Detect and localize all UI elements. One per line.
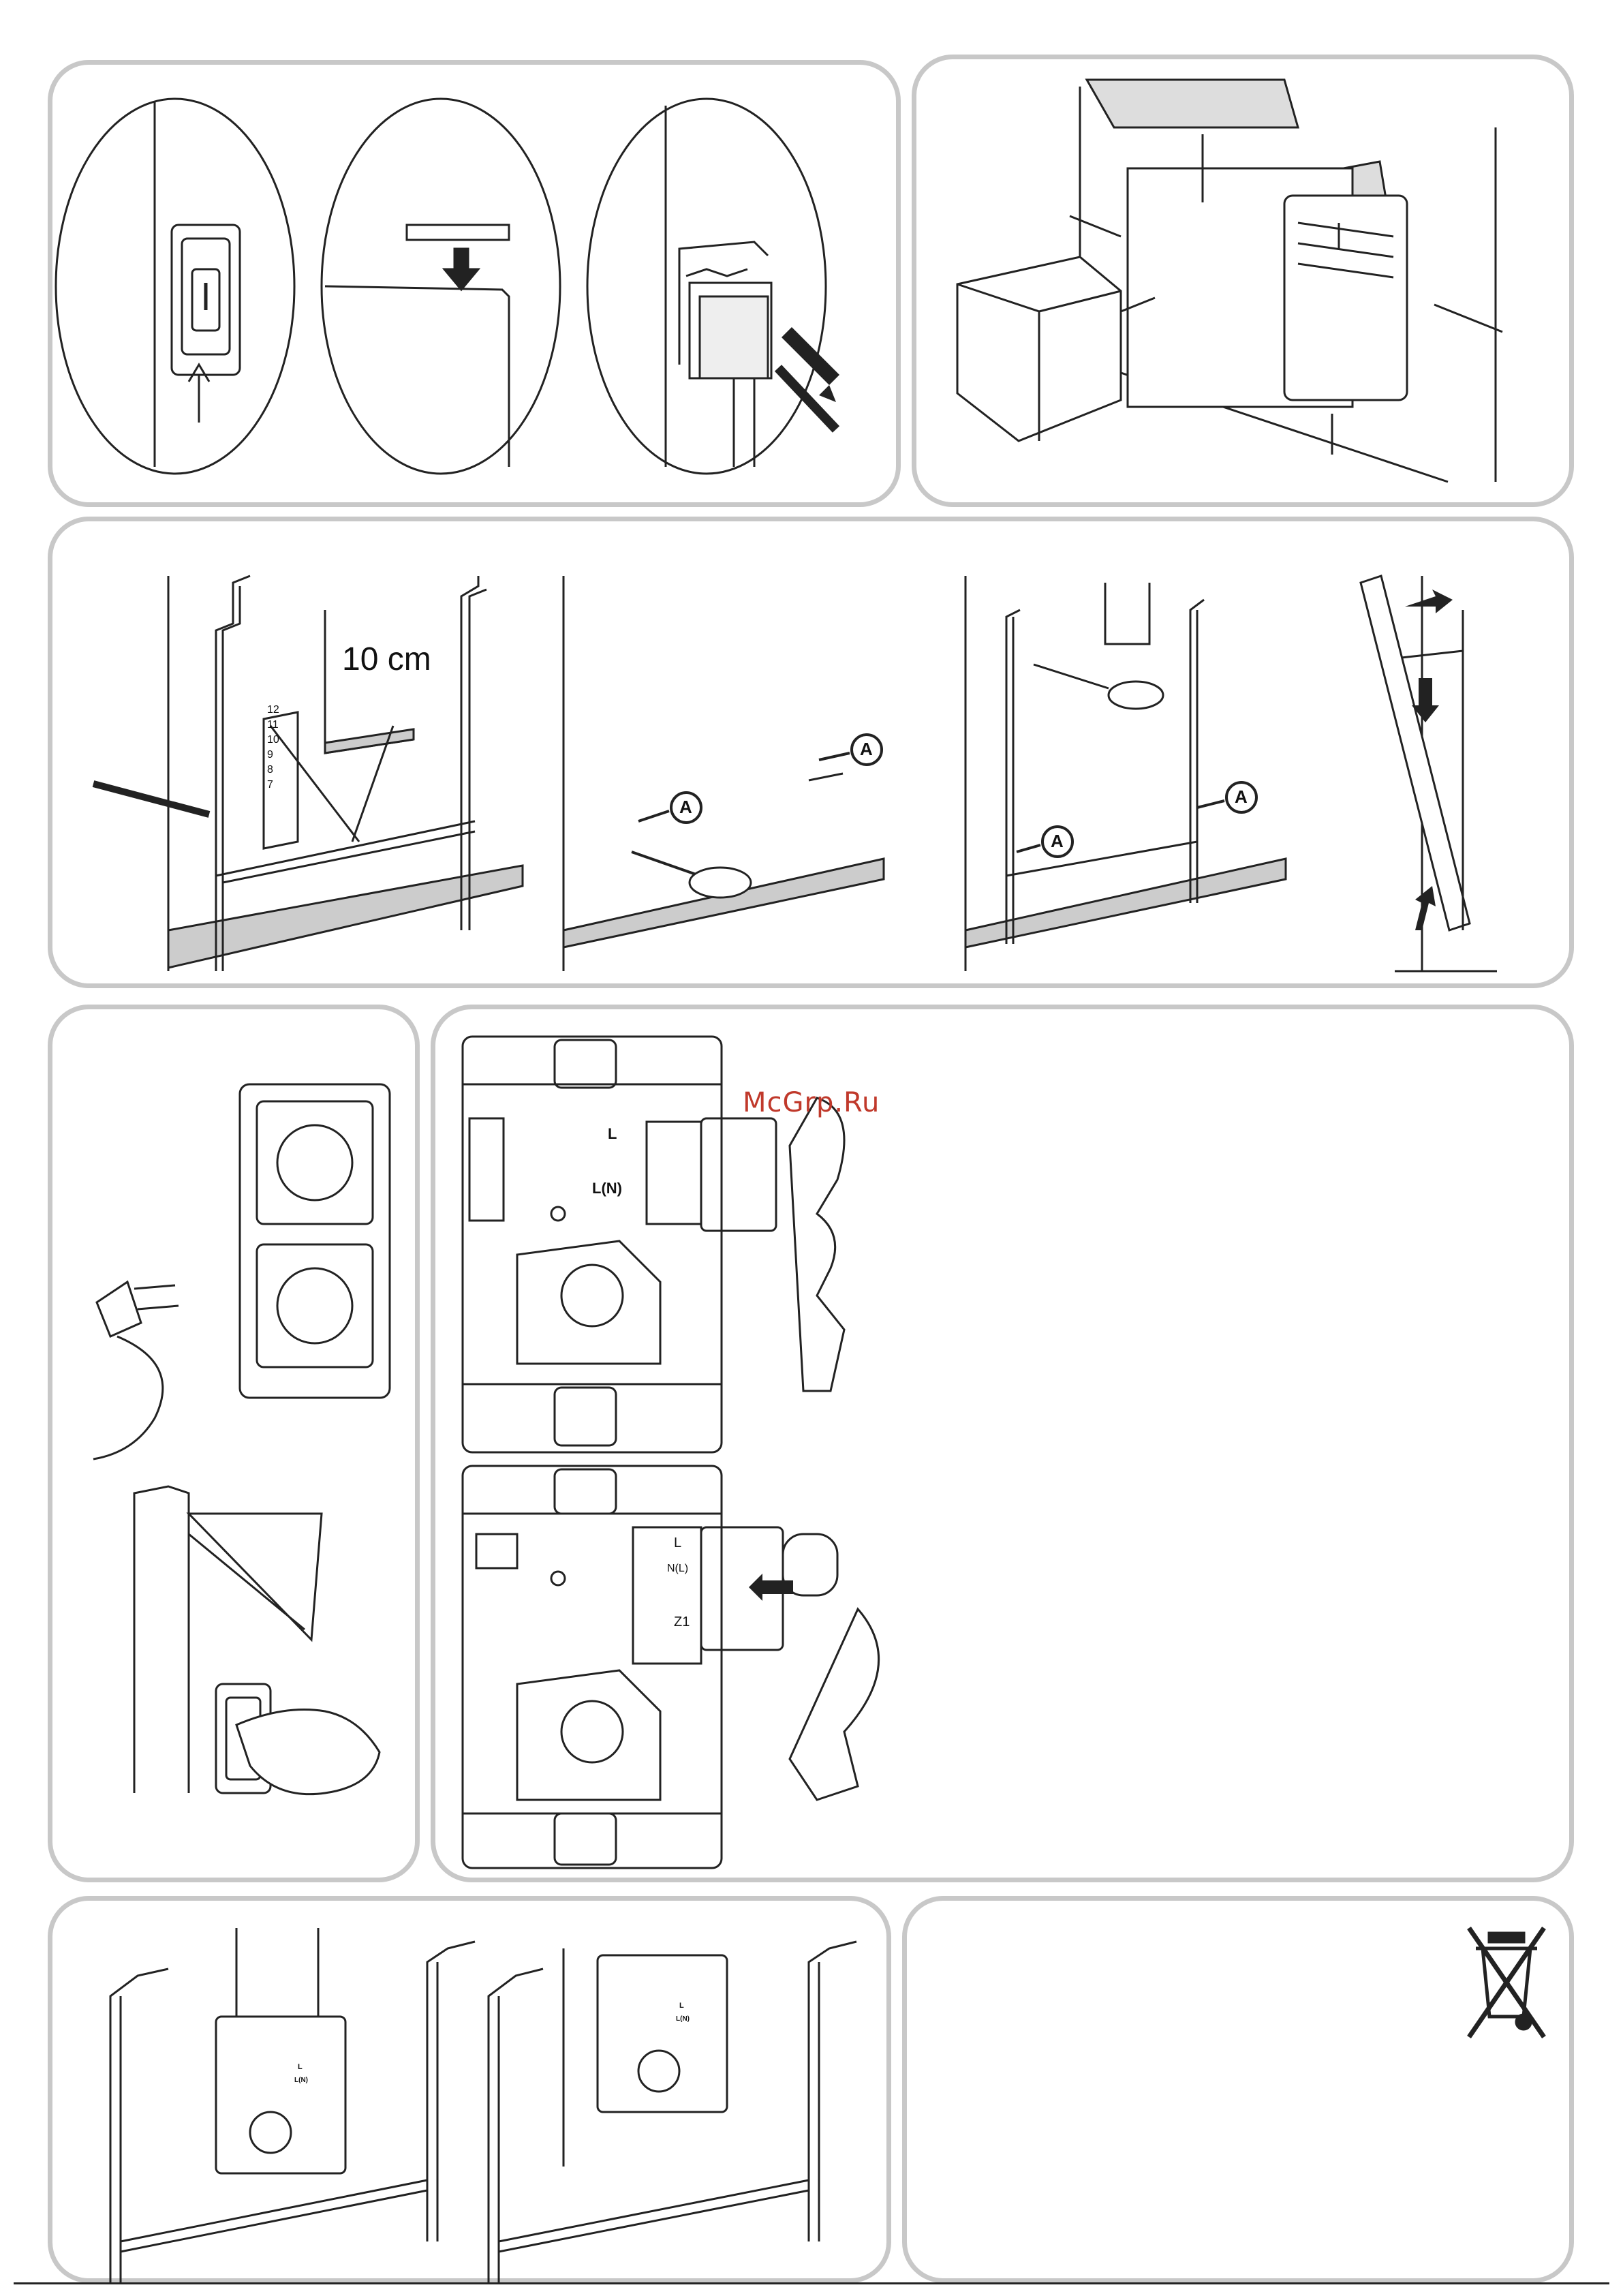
bracket-box-assembly	[52, 1901, 896, 2288]
panel-step-2	[912, 55, 1574, 507]
marker-a-label-4: A	[1235, 786, 1248, 808]
hole-number-12: 12	[267, 704, 279, 716]
hole-number-10: 10	[267, 734, 279, 746]
mini-box1-neutral: L(N)	[294, 2077, 308, 2084]
weee-crossed-bin-icon	[907, 1901, 1579, 2288]
marker-a-label-3: A	[1051, 831, 1064, 852]
step-1-illustrations	[52, 65, 906, 512]
panel-step-5: L L(N) L N(L) Z1	[431, 1005, 1574, 1882]
bracket-icon	[216, 576, 250, 971]
hole-number-9: 9	[267, 749, 273, 761]
hole-number-8: 8	[267, 764, 273, 776]
box2-line-label: L	[674, 1535, 681, 1551]
terminal-block-illustrations	[435, 1009, 1579, 1887]
box1-neutral-label: L(N)	[592, 1180, 622, 1197]
mini-box1-line: L	[298, 2063, 303, 2071]
screwdriver-icon	[690, 868, 751, 898]
hand-icon	[236, 1710, 380, 1794]
marker-a-label-2: A	[860, 739, 873, 760]
panel-step-4	[48, 1005, 420, 1882]
panel-step-3: 10 cm 12 11 10 9 8 7 A A A A	[48, 517, 1574, 988]
socket-switch-illustrations	[52, 1009, 424, 1887]
panel-step-6: L L(N) L L(N)	[48, 1896, 891, 2283]
switch-detail-circle	[56, 99, 294, 474]
distance-label: 10 cm	[342, 641, 431, 678]
box2-pilot-label: Z1	[674, 1614, 690, 1630]
box1-line-label: L	[608, 1125, 617, 1143]
bracket-mounting-illustrations	[52, 521, 1579, 993]
socket-icon	[240, 1084, 390, 1398]
clearance-diagram	[916, 59, 1579, 512]
footer-rule	[14, 2282, 1609, 2284]
watermark: McGrp.Ru	[743, 1087, 880, 1118]
mini-box2-line: L	[679, 2002, 684, 2010]
mini-box2-neutral: L(N)	[676, 2015, 690, 2023]
panel-step-1	[48, 60, 901, 507]
hole-number-11: 11	[267, 719, 279, 731]
marker-a-label-1: A	[679, 797, 692, 818]
panel-disposal	[902, 1896, 1574, 2283]
clip-icon	[407, 225, 509, 240]
hole-number-7: 7	[267, 779, 273, 791]
box2-neutral-label: N(L)	[667, 1563, 688, 1575]
